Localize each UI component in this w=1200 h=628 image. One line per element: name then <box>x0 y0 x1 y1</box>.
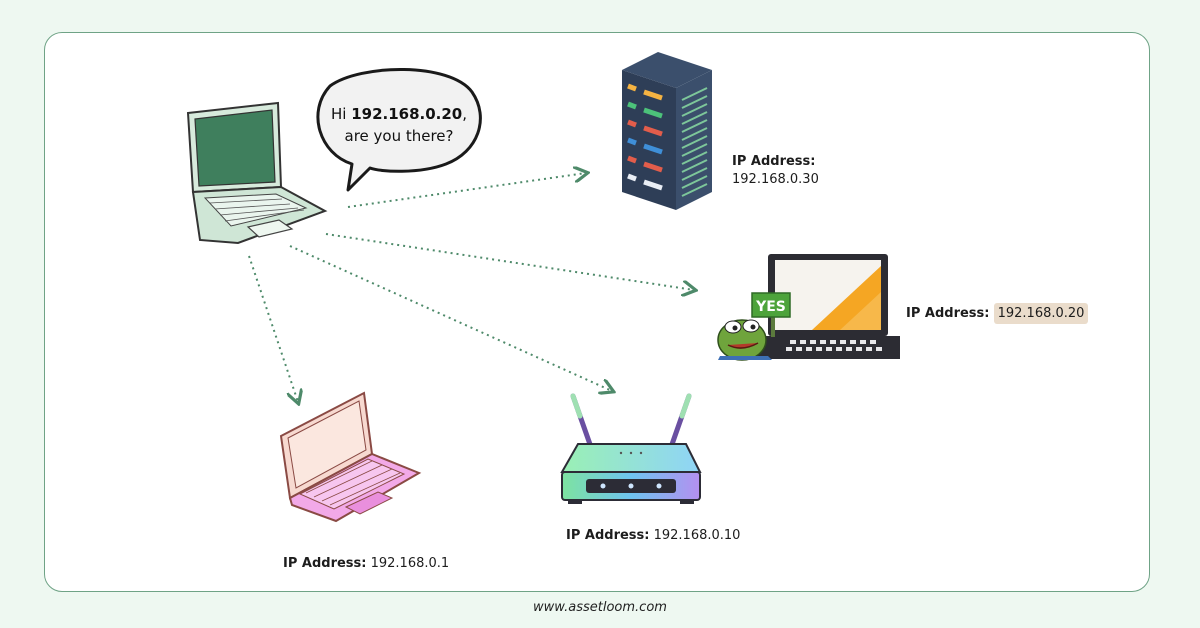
source-laptop-icon <box>186 101 328 245</box>
server-rack-icon <box>622 52 712 210</box>
router-ip-caption: IP Address: <box>566 528 650 543</box>
pink-laptop-icon <box>279 391 422 523</box>
svg-text:YES: YES <box>755 299 786 315</box>
arrow-to-target-laptop <box>325 233 694 290</box>
bubble-greeting: Hi <box>330 105 347 123</box>
bubble-comma: , <box>462 105 468 123</box>
server-ip-value: 192.168.0.30 <box>732 172 819 187</box>
server-ip-label: IP Address: 192.168.0.30 <box>732 153 819 189</box>
router-ip-label: IP Address: 192.168.0.10 <box>566 528 740 543</box>
bubble-target-ip: 192.168.0.20 <box>351 105 463 123</box>
router-icon <box>560 393 702 504</box>
footer-site: www.assetloom.com <box>533 600 667 615</box>
target-laptop-ip-label: IP Address: 192.168.0.20 <box>906 303 1089 324</box>
pink-laptop-ip-label: IP Address: 192.168.0.1 <box>283 556 449 571</box>
bubble-message: Hi 192.168.0.20, are you there? <box>318 103 480 147</box>
frog-yes-sign-icon: YES <box>717 292 791 361</box>
bubble-line-2: are you there? <box>344 127 454 145</box>
target-laptop-icon <box>740 254 900 359</box>
target-laptop-ip-value: 192.168.0.20 <box>993 303 1089 324</box>
target-laptop-ip-caption: IP Address: <box>906 306 990 321</box>
arrow-to-router <box>289 245 612 391</box>
pink-laptop-ip-value: 192.168.0.1 <box>370 556 450 571</box>
speech-bubble <box>316 67 482 192</box>
arrow-to-server <box>347 173 586 208</box>
server-ip-caption: IP Address: <box>732 154 816 169</box>
connection-arrows <box>248 173 694 402</box>
pink-laptop-ip-caption: IP Address: <box>283 556 367 571</box>
arrow-to-pink-laptop <box>248 255 298 402</box>
bubble-line-1: Hi 192.168.0.20, <box>318 103 480 125</box>
router-ip-value: 192.168.0.10 <box>653 528 741 543</box>
